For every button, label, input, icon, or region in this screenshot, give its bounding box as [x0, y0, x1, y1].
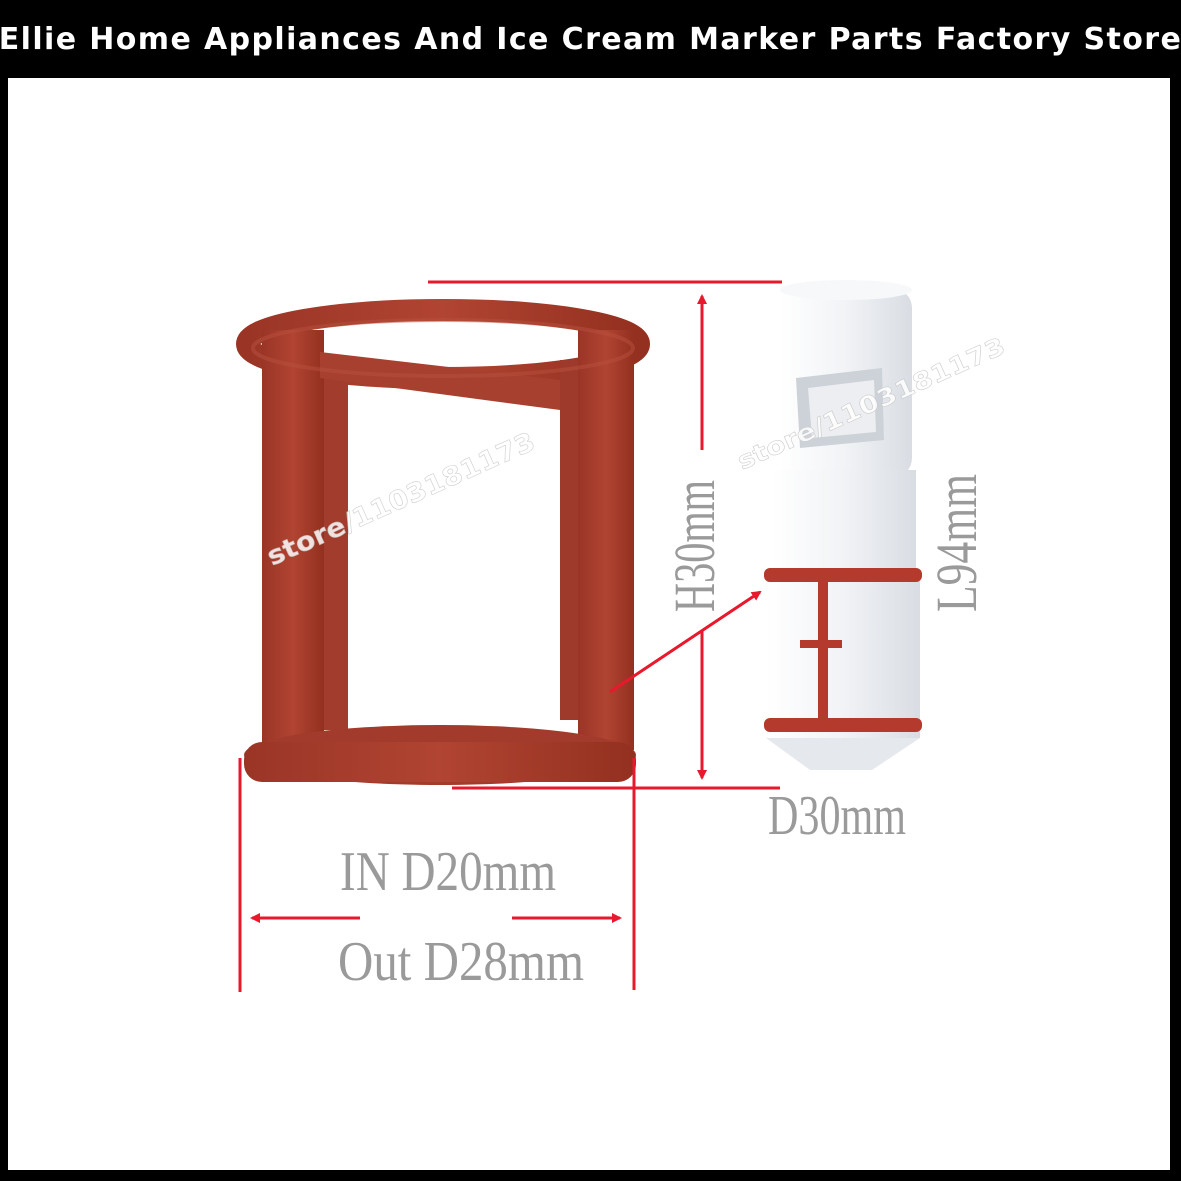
silicone-seal — [236, 299, 650, 785]
height-label: H30mm — [662, 480, 727, 612]
inner-diameter-label: IN D20mm — [340, 841, 556, 903]
diameter-label: D30mm — [768, 785, 906, 847]
store-title: Ellie Home Appliances And Ice Cream Mark… — [0, 0, 1181, 78]
outer-diameter-label: Out D28mm — [338, 931, 584, 993]
white-valve-cylinder — [764, 280, 922, 770]
bottom-border — [0, 1170, 1181, 1181]
dimension-markers — [238, 280, 782, 992]
length-label: L94mm — [924, 474, 989, 612]
